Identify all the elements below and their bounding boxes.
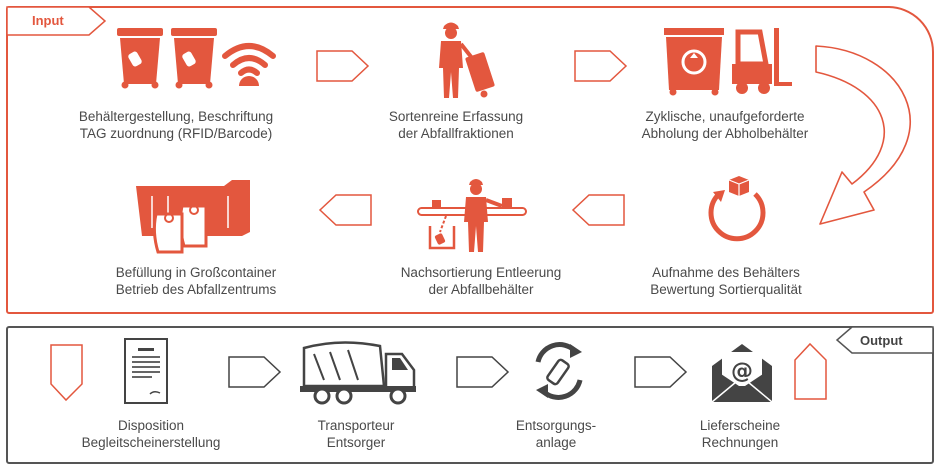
waste-bin-icon — [117, 28, 163, 89]
caption-line: Rechnungen — [701, 435, 779, 450]
flow-arrow-left — [318, 194, 372, 226]
forklift-icon — [732, 28, 792, 94]
caption-line: der Abfallfraktionen — [398, 126, 514, 141]
caption-line: Entsorgungs- — [515, 418, 597, 433]
step-rating-caption: Aufnahme des Behälters Bewertung Sortier… — [636, 264, 816, 298]
flow-arrow-right — [316, 50, 370, 82]
caption-line: Transporteur — [317, 418, 395, 433]
caption-line: Aufnahme des Behälters — [652, 265, 800, 280]
caption-line: TAG zuordnung (RFID/Barcode) — [79, 126, 273, 141]
waste-bin-icon — [171, 28, 217, 89]
document-icon — [124, 338, 168, 404]
email-envelope-icon: @ — [711, 344, 773, 403]
flow-arrow-right — [634, 356, 688, 388]
recycling-container-icon — [664, 28, 724, 96]
flow-arrow-down — [50, 344, 83, 402]
recycling-cycle-icon — [535, 342, 583, 400]
step-container-caption: Befüllung in Großcontainer Betrieb des A… — [96, 264, 296, 298]
step-collection-caption: Sortenreine Erfassung der Abfallfraktion… — [356, 108, 556, 142]
flow-arrow-right — [228, 356, 282, 388]
caption-line: Nachsortierung Entleerung — [400, 265, 562, 280]
caption-line: Abholung der Abholbehälter — [641, 126, 809, 141]
out-step-invoice-caption: Lieferscheine Rechnungen — [680, 417, 800, 451]
caption-line: Entsorger — [326, 435, 386, 450]
out-step-disposition-caption: Disposition Begleitscheinerstellung — [66, 417, 236, 451]
caption-line: Befüllung in Großcontainer — [115, 265, 277, 280]
input-panel — [6, 6, 934, 314]
output-panel — [6, 326, 934, 464]
caption-line: Lieferscheine — [699, 418, 781, 433]
step-pickup-caption: Zyklische, unaufgeforderte Abholung der … — [620, 108, 830, 142]
worker-with-bin-icon — [439, 22, 495, 98]
rfid-signal-icon — [222, 43, 276, 86]
curved-flow-arrow — [815, 45, 911, 225]
rotation-package-icon — [708, 176, 766, 242]
garbage-truck-icon — [300, 341, 416, 405]
flow-arrow-up — [794, 342, 827, 400]
step-sorting-caption: Nachsortierung Entleerung der Abfallbehä… — [376, 264, 586, 298]
input-tag — [6, 6, 107, 36]
step-labeling-caption: Behältergestellung, Beschriftung TAG zuo… — [56, 108, 296, 142]
svg-text:@: @ — [731, 359, 753, 384]
caption-line: Zyklische, unaufgeforderte — [645, 109, 805, 124]
caption-line: Bewertung Sortierqualität — [650, 282, 802, 297]
caption-line: Disposition — [117, 418, 185, 433]
output-tag — [835, 326, 934, 354]
caption-line: Sortenreine Erfassung — [388, 109, 524, 124]
input-label: Input — [32, 13, 64, 28]
caption-line: der Abfallbehälter — [428, 282, 534, 297]
caption-line: anlage — [535, 435, 577, 450]
output-label: Output — [860, 333, 903, 348]
flow-arrow-right — [574, 50, 628, 82]
large-container-icon — [136, 180, 250, 254]
caption-line: Begleitscheinerstellung — [81, 435, 221, 450]
out-step-plant-caption: Entsorgungs- anlage — [496, 417, 616, 451]
caption-line: Betrieb des Abfallzentrums — [115, 282, 277, 297]
sorting-conveyor-worker-icon — [417, 179, 527, 252]
flow-arrow-left — [571, 194, 625, 226]
out-step-transport-caption: Transporteur Entsorger — [296, 417, 416, 451]
flow-arrow-right — [456, 356, 510, 388]
caption-line: Behältergestellung, Beschriftung — [78, 109, 274, 124]
